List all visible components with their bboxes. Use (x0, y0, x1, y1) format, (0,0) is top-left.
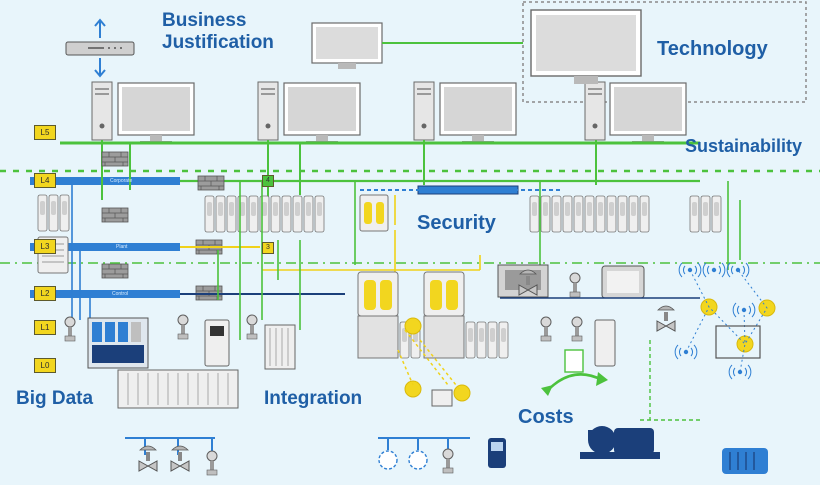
motor-icon (722, 448, 768, 474)
level-l5-marker: L5 (34, 125, 56, 140)
integration-label: Integration (264, 388, 363, 409)
io-cabinet (117, 369, 239, 409)
control-network-label: Control (112, 291, 129, 297)
io-rack (87, 317, 149, 369)
wireless-icon (726, 262, 750, 278)
transmitter-icon (442, 448, 454, 474)
gateway-frame (715, 325, 761, 359)
plant-network-bar (30, 243, 180, 251)
server-rack-right (529, 195, 650, 233)
security-label: Security (417, 212, 496, 234)
analyzer-icon (594, 319, 616, 367)
pump-motor-icon (580, 426, 660, 459)
server-rack-left (37, 194, 70, 232)
valve-icon (170, 445, 190, 472)
plant-network-label: Plant (116, 244, 128, 250)
big-data-label: Big Data (16, 388, 94, 409)
transmitter-icon (540, 316, 552, 342)
zone-marker-3: 3 (262, 242, 274, 254)
wireless-icon (702, 262, 726, 278)
level-l0-marker: L0 (34, 358, 56, 373)
corporate-network-bar (30, 177, 180, 185)
transmitter-icon (206, 450, 218, 476)
battery-icon (564, 349, 584, 373)
flow-meter-icon (408, 450, 428, 470)
valve-icon (656, 305, 676, 332)
level-l3-marker: L3 (34, 239, 56, 254)
transmitter-icon (569, 272, 581, 298)
business-justification-label: Business Justification (162, 10, 274, 53)
level-l1-marker: L1 (34, 320, 56, 335)
yellow-node (453, 384, 471, 402)
yellow-node (404, 317, 422, 335)
flow-meter-icon (378, 450, 398, 470)
level-l4-marker: L4 (34, 173, 56, 188)
firewall-icon (101, 151, 129, 167)
corporate-network-label: Corporate (110, 178, 133, 184)
control-network-bar (30, 290, 180, 298)
junction-box-icon (264, 324, 296, 370)
secure-controller (359, 194, 389, 232)
transmitter-icon (64, 316, 76, 342)
zone-marker-4: 4 (262, 175, 274, 187)
costs-arrow (547, 373, 603, 391)
transmitter-icon (246, 314, 258, 340)
level-l2-marker: L2 (34, 286, 56, 301)
wireless-icon (728, 364, 752, 380)
up-arrow-icon (94, 18, 106, 38)
technology-label: Technology (657, 38, 768, 60)
transmitter-icon (571, 316, 583, 342)
transmitter-icon (177, 314, 189, 340)
firewall-icon (101, 207, 129, 223)
l5-workstations (91, 81, 687, 145)
costs-label: Costs (518, 406, 574, 428)
field-display-icon (431, 389, 453, 407)
valve-icon (138, 445, 158, 472)
sustainability-label: Sustainability (685, 136, 803, 156)
firewall-icon (197, 175, 225, 191)
central-controller-a (357, 271, 399, 359)
down-arrow-icon (94, 58, 106, 78)
handheld-communicator-icon (488, 438, 506, 468)
server-rack-far-right (689, 195, 722, 233)
central-controller-b (423, 271, 465, 359)
server-rack-center (204, 195, 325, 233)
firewall-icon (101, 263, 129, 279)
